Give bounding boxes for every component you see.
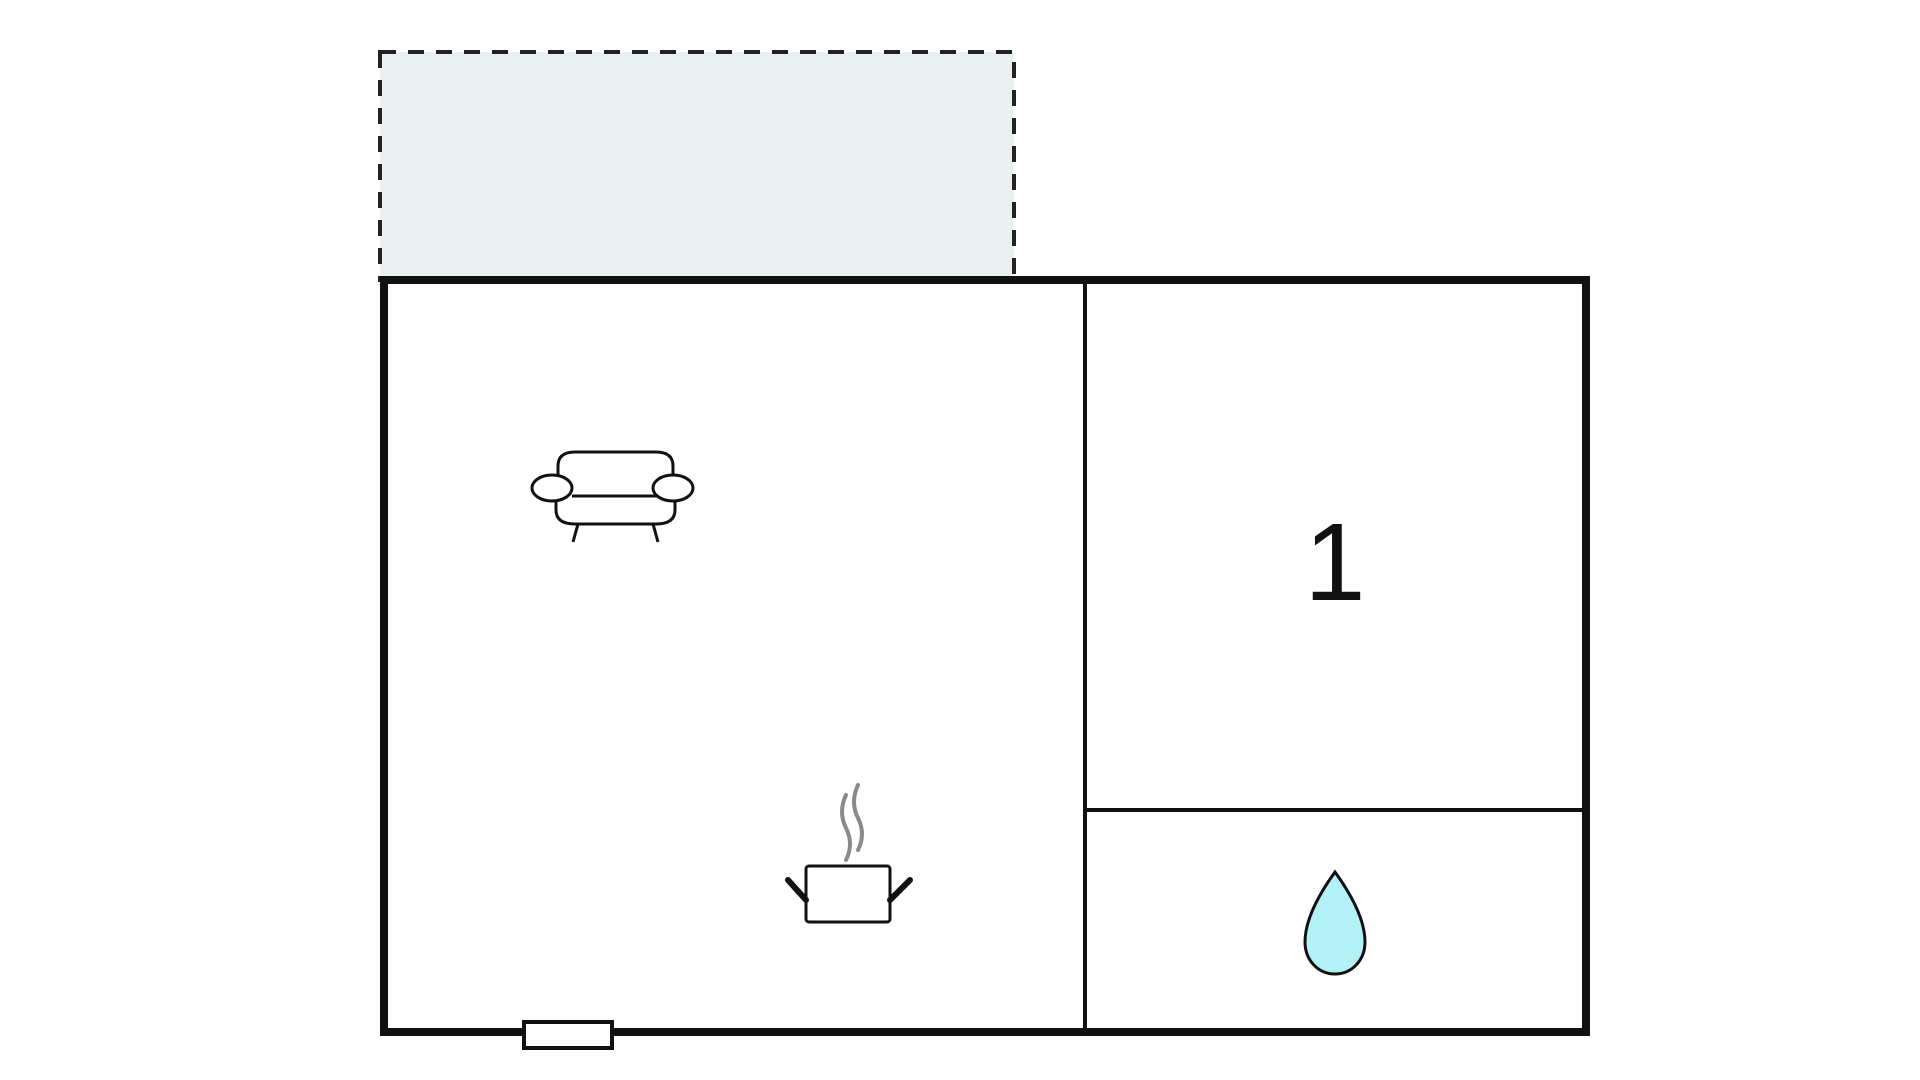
sofa-icon <box>530 450 695 543</box>
cooking-pot-icon <box>785 783 913 924</box>
bedroom-number: 1 <box>1304 501 1365 624</box>
outer-walls <box>380 276 1590 1036</box>
water-drop-icon <box>1303 869 1367 976</box>
terrace-area <box>378 50 1016 282</box>
entrance-door <box>522 1020 614 1050</box>
